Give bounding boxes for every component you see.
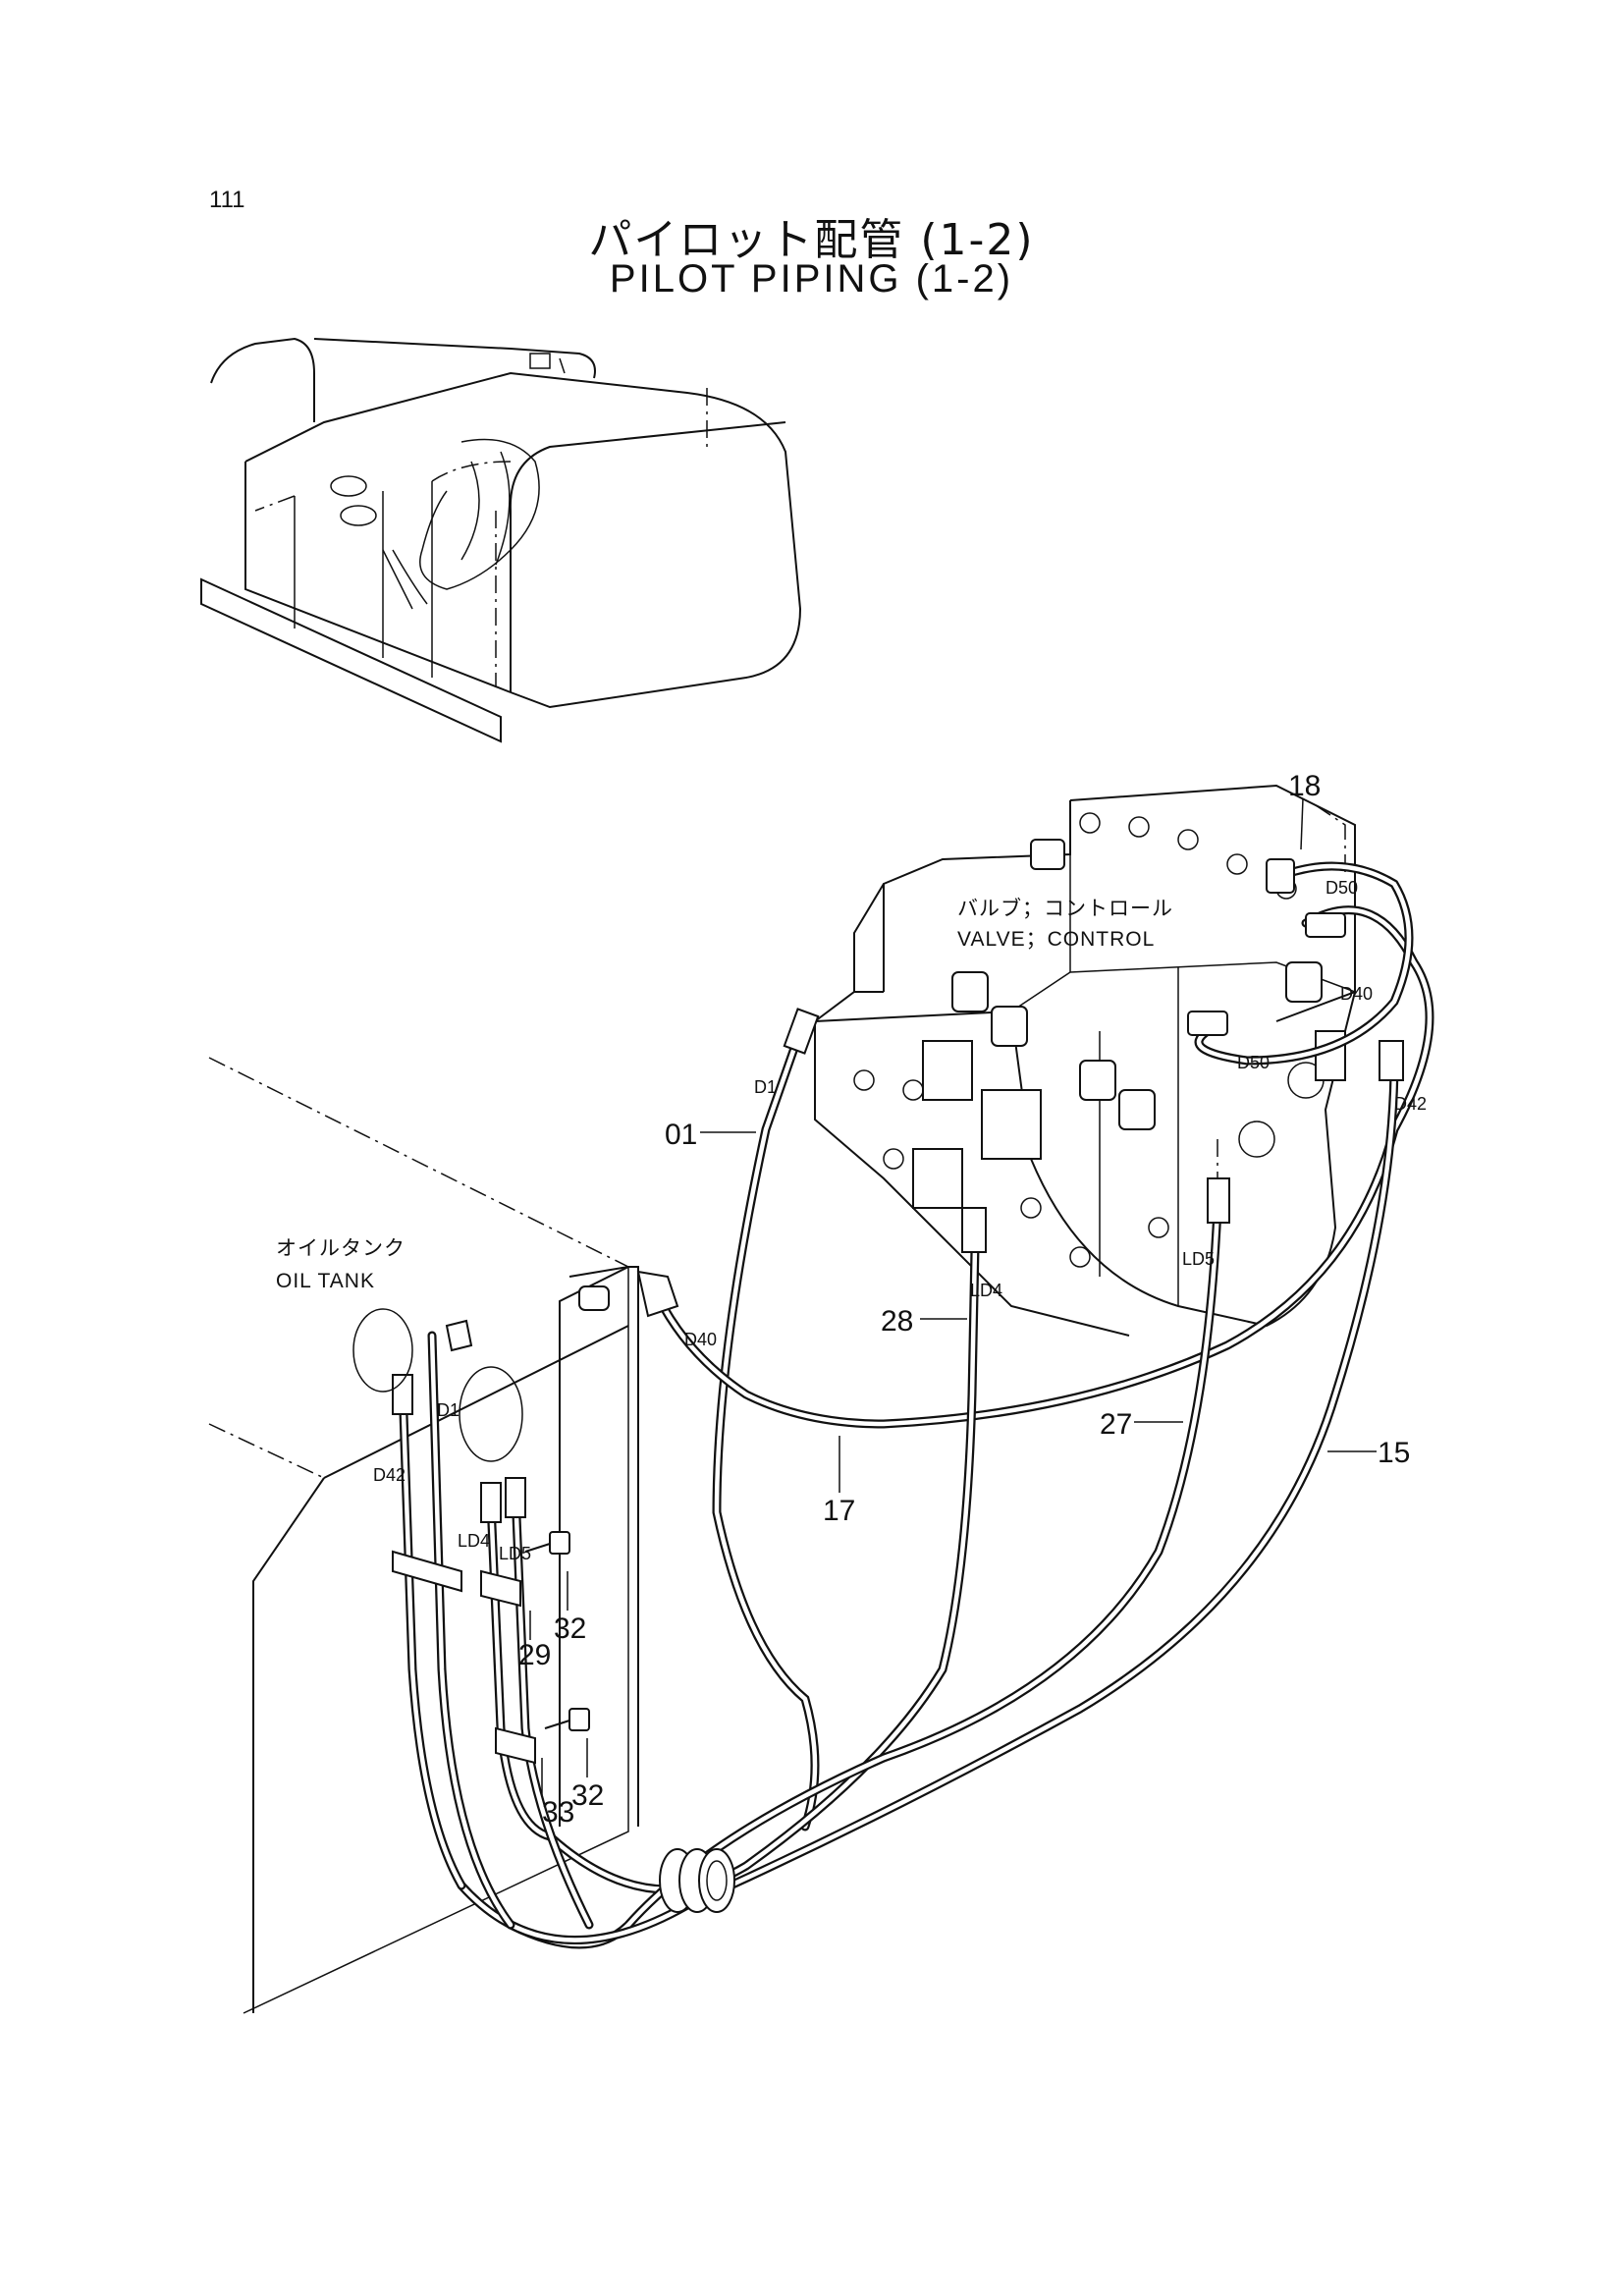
tag-d40-tank: D40: [684, 1330, 717, 1349]
tag-ld4-valve: LD4: [970, 1281, 1002, 1300]
tag-d1-valve: D1: [754, 1077, 777, 1097]
callout-32-upper: 32: [554, 1613, 586, 1645]
tag-d1-tank: D1: [437, 1400, 460, 1420]
callout-17: 17: [823, 1495, 855, 1527]
callout-32-lower: 32: [571, 1779, 604, 1812]
tag-ld4-tank: LD4: [458, 1531, 490, 1551]
callout-29: 29: [518, 1639, 551, 1671]
callout-18: 18: [1288, 770, 1321, 802]
valve-label-jp: バルブ；コントロール: [957, 898, 1173, 920]
control-valve-body: [814, 784, 1356, 1337]
tag-d42-valve: D42: [1394, 1094, 1427, 1114]
oil-tank-outline: [208, 1057, 639, 2014]
tag-d42-tank: D42: [373, 1465, 406, 1485]
page-number: 111: [209, 187, 245, 213]
callout-01: 01: [665, 1119, 697, 1151]
callout-27: 27: [1100, 1408, 1132, 1441]
hose-fittings: [352, 858, 1404, 1913]
tag-d50-lower: D50: [1237, 1053, 1270, 1072]
tank-label-jp: オイルタンク: [276, 1237, 406, 1260]
hose-01: [712, 1026, 820, 1831]
tag-d50-upper: D50: [1325, 878, 1358, 898]
overview-machine-sketch: [200, 337, 802, 743]
tag-ld5-tank: LD5: [499, 1544, 531, 1563]
hose-27: [506, 1203, 1222, 1949]
tag-ld5-valve: LD5: [1182, 1249, 1215, 1269]
callout-15: 15: [1378, 1437, 1410, 1469]
valve-label-en: VALVE；CONTROL: [957, 928, 1155, 951]
page-title-jp: パイロット配管 (1-2): [588, 215, 1035, 265]
callout-33: 33: [542, 1796, 574, 1829]
page-title-en: PILOT PIPING (1-2): [609, 257, 1014, 301]
tank-label-en: OIL TANK: [276, 1270, 375, 1292]
leader-lines: [529, 797, 1377, 1795]
callout-28: 28: [881, 1305, 913, 1338]
hose-routes: [398, 861, 1434, 1949]
tag-d40-valve: D40: [1340, 984, 1373, 1004]
